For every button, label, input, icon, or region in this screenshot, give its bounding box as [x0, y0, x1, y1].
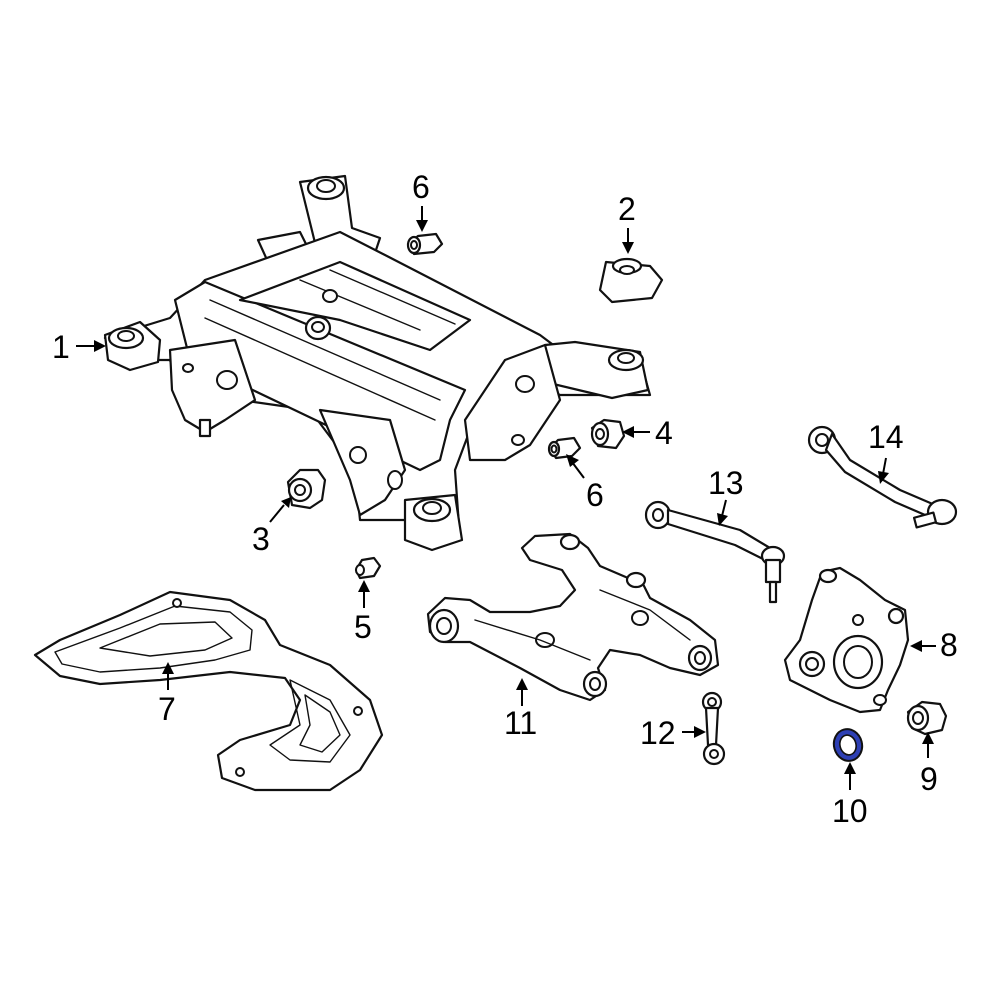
part-bushing-9[interactable]: [906, 700, 948, 736]
part-bolt-6-lower[interactable]: [547, 436, 582, 460]
part-mount[interactable]: [598, 257, 664, 304]
part-bushing-left[interactable]: [286, 468, 327, 510]
callout-6-upper: 6: [412, 169, 430, 205]
part-upper-link[interactable]: [644, 500, 786, 604]
part-bolt-5[interactable]: [354, 556, 382, 580]
part-lower-control-arm[interactable]: [426, 532, 720, 702]
callout-10: 10: [832, 793, 868, 829]
callout-leaders: [76, 206, 936, 790]
callout-5: 5: [354, 609, 372, 645]
callout-numbers: 1 2 3 4 5 6 6 7 8 9 10 11 12 13 14: [52, 169, 958, 829]
callout-7: 7: [158, 691, 176, 727]
callout-14: 14: [868, 419, 904, 455]
callout-12: 12: [640, 715, 676, 751]
callout-3: 3: [252, 521, 270, 557]
callout-8: 8: [940, 627, 958, 663]
part-bolt-6-upper[interactable]: [406, 232, 444, 256]
callout-1: 1: [52, 329, 70, 365]
part-knuckle[interactable]: [783, 566, 910, 714]
callout-11: 11: [504, 705, 537, 741]
part-underbody-shield[interactable]: [33, 590, 384, 792]
callout-2: 2: [618, 191, 636, 227]
part-bushing-right[interactable]: [590, 418, 626, 450]
part-control-arm-14[interactable]: [807, 425, 958, 529]
part-stabilizer-link[interactable]: [701, 691, 726, 766]
callout-9: 9: [920, 761, 938, 797]
part-subframe[interactable]: [103, 174, 652, 552]
callout-6-lower: 6: [586, 477, 604, 513]
callout-13: 13: [708, 465, 744, 501]
part-seal-highlighted[interactable]: [830, 726, 865, 764]
callout-4: 4: [655, 415, 673, 451]
